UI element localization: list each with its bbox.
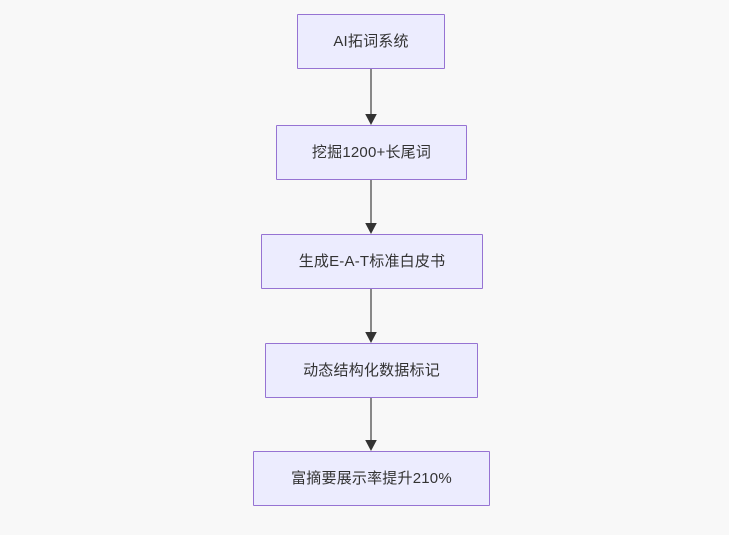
edge-arrow-icon <box>365 180 377 234</box>
flowchart-node-ai-keyword-system[interactable]: AI拓词系统 <box>297 14 445 69</box>
flowchart-node-label: AI拓词系统 <box>333 33 409 50</box>
edge-arrow-icon <box>365 398 377 451</box>
flowchart-node-label: 挖掘1200+长尾词 <box>311 144 432 161</box>
flowchart-node-generate-eat-whitepaper[interactable]: 生成E-A-T标准白皮书 <box>261 234 483 289</box>
flowchart-node-rich-snippet-rate-increase[interactable]: 富摘要展示率提升210% <box>253 451 490 506</box>
flowchart-node-dynamic-structured-data-markup[interactable]: 动态结构化数据标记 <box>265 343 478 398</box>
edge-n4-n5 <box>362 398 380 451</box>
edge-arrow-icon <box>365 69 377 125</box>
edge-n2-n3 <box>362 180 380 234</box>
edge-n3-n4 <box>362 289 380 343</box>
flowchart-node-label: 生成E-A-T标准白皮书 <box>298 253 446 270</box>
flowchart-node-label: 富摘要展示率提升210% <box>291 470 452 487</box>
flowchart-node-label: 动态结构化数据标记 <box>303 362 440 379</box>
edge-arrow-icon <box>365 289 377 343</box>
flowchart-node-mine-longtail-keywords[interactable]: 挖掘1200+长尾词 <box>276 125 467 180</box>
edge-n1-n2 <box>362 69 380 125</box>
